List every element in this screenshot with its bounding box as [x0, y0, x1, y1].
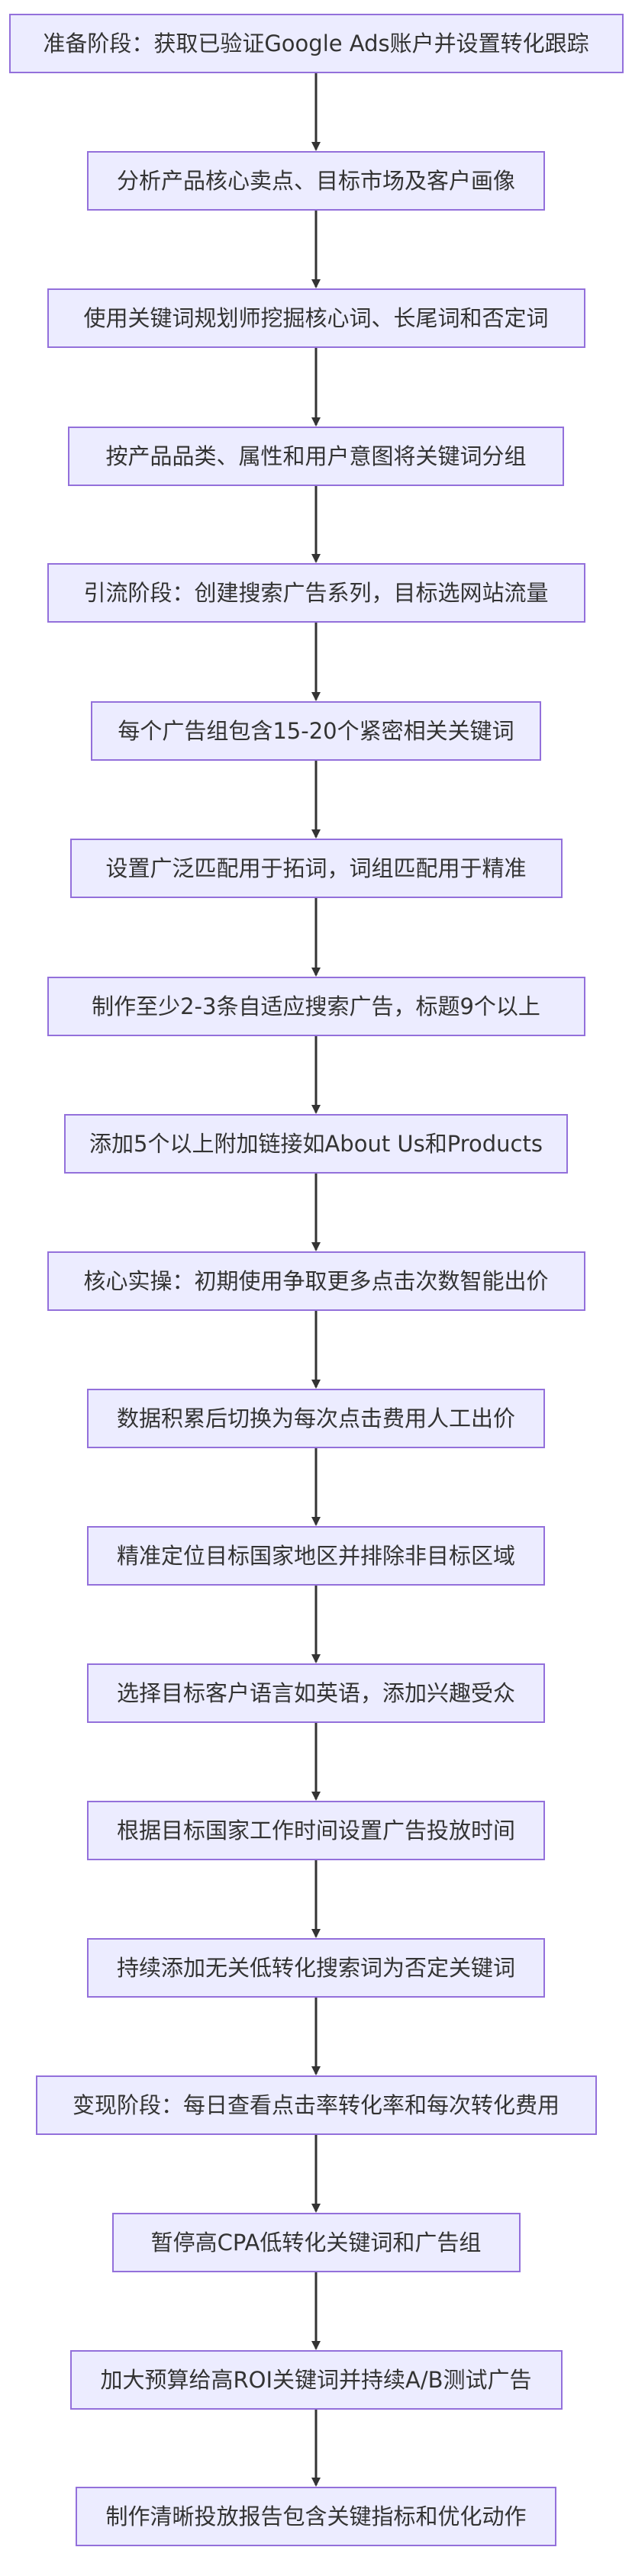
flow-step-19: 制作清晰投放报告包含关键指标和优化动作: [76, 2487, 556, 2546]
flow-step-10: 核心实操：初期使用争取更多点击次数智能出价: [47, 1251, 585, 1311]
flow-step-1: 准备阶段：获取已验证Google Ads账户并设置转化跟踪: [8, 14, 624, 73]
flow-step-16: 变现阶段：每日查看点击率转化率和每次转化费用: [35, 2075, 597, 2135]
flow-step-17: 暂停高CPA低转化关键词和广告组: [111, 2213, 521, 2272]
flow-step-14: 根据目标国家工作时间设置广告投放时间: [87, 1801, 545, 1860]
flow-step-3: 使用关键词规划师挖掘核心词、长尾词和否定词: [47, 288, 585, 348]
flow-step-12: 精准定位目标国家地区并排除非目标区域: [87, 1526, 545, 1586]
flow-step-13: 选择目标客户语言如英语，添加兴趣受众: [87, 1663, 545, 1723]
flow-step-6: 每个广告组包含15-20个紧密相关关键词: [91, 701, 541, 761]
flow-step-2: 分析产品核心卖点、目标市场及客户画像: [87, 151, 545, 211]
flow-step-15: 持续添加无关低转化搜索词为否定关键词: [87, 1938, 545, 1998]
flow-step-18: 加大预算给高ROI关键词并持续A/B测试广告: [69, 2350, 563, 2410]
flow-step-5: 引流阶段：创建搜索广告系列，目标选网站流量: [47, 563, 585, 623]
flow-step-4: 按产品品类、属性和用户意图将关键词分组: [68, 427, 564, 486]
flow-step-11: 数据积累后切换为每次点击费用人工出价: [87, 1389, 545, 1448]
flow-step-9: 添加5个以上附加链接如About Us和Products: [64, 1114, 568, 1174]
flow-step-8: 制作至少2-3条自适应搜索广告，标题9个以上: [47, 977, 585, 1036]
flow-step-7: 设置广泛匹配用于拓词，词组匹配用于精准: [69, 839, 563, 898]
